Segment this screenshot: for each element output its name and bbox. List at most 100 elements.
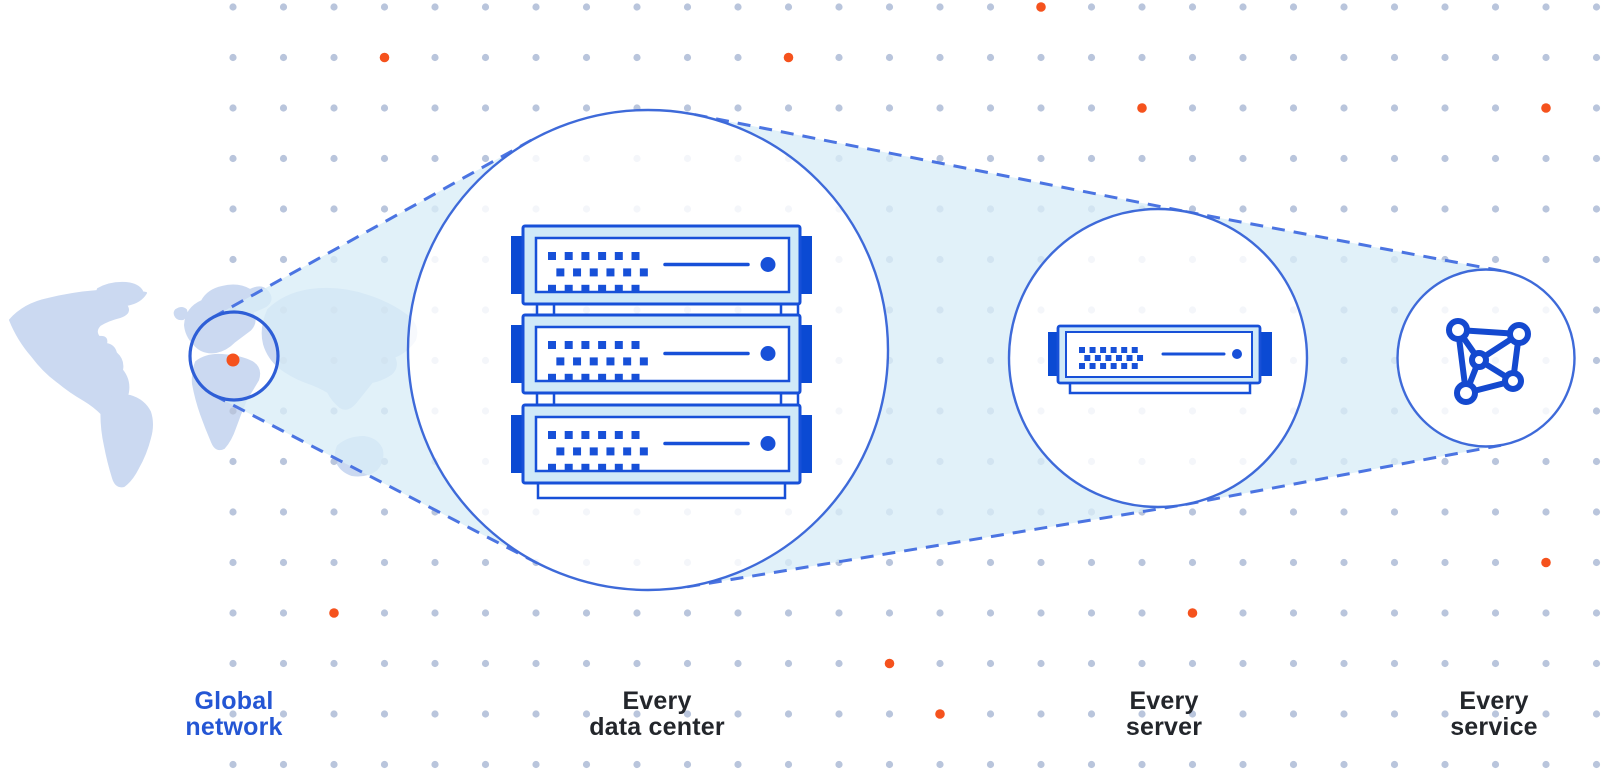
grid-dot: [229, 659, 237, 668]
vent-square: [573, 357, 582, 366]
grid-dot: [885, 53, 894, 62]
grid-dot: [986, 710, 995, 718]
grid-dot: [380, 104, 389, 112]
grid-dot: [1138, 760, 1146, 769]
grid-dot: [582, 3, 591, 11]
vent-square: [1084, 355, 1091, 361]
grid-dot: [986, 558, 995, 567]
grid-dot: [1188, 3, 1197, 11]
vent-square: [1121, 347, 1128, 353]
grid-dot: [330, 53, 338, 62]
grid-dot: [1542, 3, 1550, 11]
grid-dot: [1340, 508, 1348, 516]
grid-dot: [1087, 154, 1096, 163]
vent-square: [556, 357, 565, 366]
grid-dot: [481, 710, 490, 718]
grid-dot: [1592, 659, 1601, 668]
grid-dot: [1239, 659, 1247, 668]
vent-square: [639, 447, 648, 456]
grid-dot: [380, 3, 389, 11]
grid-dot: [1491, 659, 1500, 668]
grid-dot: [1188, 760, 1197, 769]
grid-dot: [683, 659, 692, 668]
vent-square: [1079, 347, 1085, 353]
vent-square: [564, 431, 573, 439]
accent-dot: [379, 52, 390, 63]
grid-dot: [1340, 659, 1348, 668]
grid-dot: [1390, 659, 1399, 668]
grid-dot: [885, 558, 894, 567]
vent-square: [614, 284, 623, 293]
grid-dot: [380, 508, 389, 516]
vent-square: [598, 284, 607, 293]
grid-dot: [380, 710, 389, 718]
grid-dot: [1592, 53, 1601, 62]
grid-dot: [330, 154, 338, 163]
grid-dot: [986, 760, 995, 769]
grid-dot: [1441, 760, 1449, 769]
grid-dot: [1340, 558, 1348, 567]
grid-dot: [279, 659, 288, 668]
grid-dot: [683, 53, 692, 62]
label-line: server: [1125, 713, 1203, 741]
grid-dot: [885, 760, 894, 769]
grid-dot: [986, 609, 995, 617]
grid-dot: [1087, 710, 1096, 718]
grid-dot: [279, 255, 288, 264]
grid-dot: [1037, 710, 1045, 718]
vent-square: [573, 268, 582, 277]
vent-square: [556, 447, 565, 456]
vent-square: [556, 268, 565, 277]
vent-square: [631, 431, 640, 439]
grid-dot: [279, 154, 288, 163]
accent-dot: [329, 608, 339, 618]
grid-dot: [481, 154, 490, 163]
vent-square: [1121, 363, 1128, 369]
grid-dot: [633, 659, 641, 668]
grid-dot: [1340, 205, 1348, 213]
grid-dot: [734, 659, 742, 668]
grid-dot: [1239, 154, 1247, 163]
grid-dot: [279, 558, 288, 567]
label-line: Every: [622, 687, 692, 715]
grid-dot: [1491, 255, 1500, 264]
grid-dot: [1491, 508, 1500, 516]
zoom-guide-lines: [211, 113, 1503, 589]
grid-dot: [683, 609, 692, 617]
continent-south-america: [100, 393, 153, 488]
label-line: service: [1450, 713, 1538, 741]
server-ear: [1260, 332, 1272, 376]
grid-dot: [1289, 760, 1298, 769]
vent-square: [548, 373, 556, 382]
location-marker-dot: [226, 353, 240, 367]
grid-dot: [582, 710, 591, 718]
grid-dot: [1542, 205, 1550, 213]
grid-dot: [986, 104, 995, 112]
label-line: Every: [1129, 687, 1199, 715]
rack-faceplate: [534, 415, 791, 473]
grid-dot: [1138, 154, 1146, 163]
grid-dot: [279, 710, 288, 718]
grid-dot: [582, 609, 591, 617]
grid-dot: [1087, 659, 1096, 668]
grid-dot: [1037, 104, 1045, 112]
grid-dot: [481, 558, 490, 567]
vent-square: [581, 284, 590, 293]
accent-dot: [1541, 557, 1551, 568]
grid-dot: [835, 760, 843, 769]
vent-square: [1115, 355, 1122, 361]
grid-dot: [279, 205, 288, 213]
grid-dot: [1188, 508, 1197, 516]
grid-dot: [229, 457, 237, 466]
grid-dot: [279, 53, 288, 62]
grid-dot: [936, 760, 944, 769]
grid-dot: [582, 659, 591, 668]
guide-line: [1185, 443, 1503, 506]
grid-dot: [1441, 104, 1449, 112]
grid-dot: [431, 659, 439, 668]
vent-square: [548, 341, 556, 349]
guide-line: [694, 113, 1188, 214]
grid-dot: [431, 104, 439, 112]
grid-dot: [1390, 104, 1399, 112]
accent-dot: [1541, 103, 1551, 113]
